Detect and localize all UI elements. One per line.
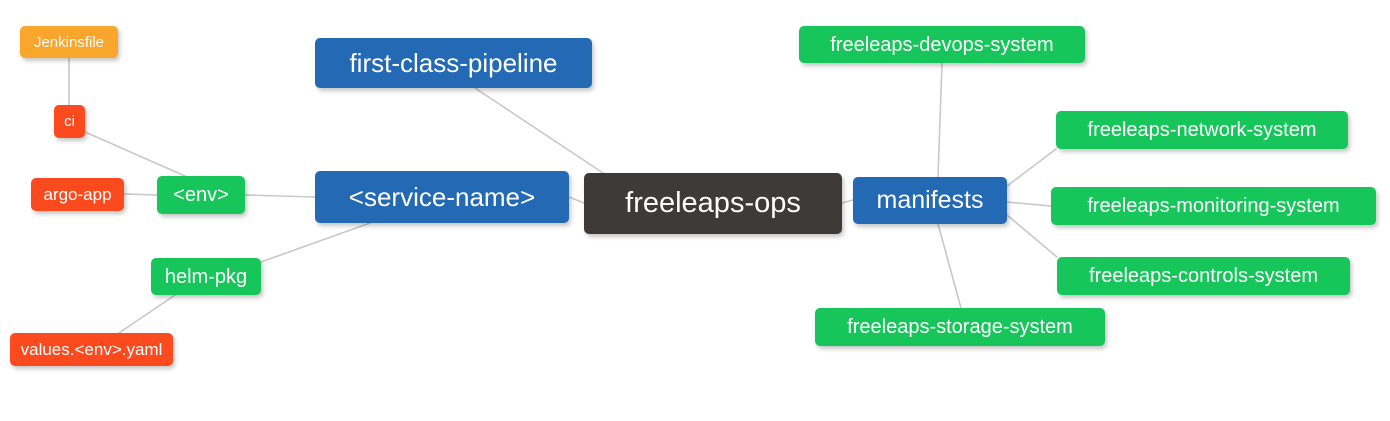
node-label: freeleaps-monitoring-system: [1087, 195, 1340, 217]
edge-env-to-ci: [84, 131, 186, 177]
mindmap-node-helm-pkg[interactable]: helm-pkg: [151, 258, 261, 295]
node-label: helm-pkg: [164, 265, 248, 288]
mindmap-node-argo-app[interactable]: argo-app: [31, 178, 124, 211]
edge-freeleaps-ops-to-manifests: [841, 199, 854, 204]
mindmap-node-freeleaps-storage-system[interactable]: freeleaps-storage-system: [815, 308, 1105, 346]
mindmap-node-freeleaps-devops-system[interactable]: freeleaps-devops-system: [799, 26, 1085, 63]
mindmap-node-env[interactable]: <env>: [157, 176, 245, 214]
mindmap-node-freeleaps-network-system[interactable]: freeleaps-network-system: [1056, 111, 1348, 149]
node-label: ci: [64, 113, 75, 130]
edge-manifests-to-freeleaps-devops-system: [937, 62, 943, 178]
node-label: Jenkinsfile: [33, 33, 105, 51]
edge-manifests-to-freeleaps-monitoring-system: [1006, 201, 1052, 207]
mindmap-node-service-name[interactable]: <service-name>: [315, 171, 569, 223]
node-label: manifests: [876, 186, 984, 214]
node-label: freeleaps-ops: [625, 187, 801, 219]
mindmap-node-freeleaps-controls-system[interactable]: freeleaps-controls-system: [1057, 257, 1350, 295]
mindmap-node-freeleaps-ops[interactable]: freeleaps-ops: [584, 173, 842, 234]
node-label: freeleaps-storage-system: [847, 316, 1073, 338]
edge-env-to-argo-app: [123, 193, 158, 196]
node-label: <env>: [173, 184, 229, 206]
edge-service-name-to-helm-pkg: [260, 222, 371, 263]
edge-freeleaps-ops-to-first-class-pipeline: [474, 87, 607, 176]
node-label: freeleaps-network-system: [1087, 119, 1317, 141]
edge-freeleaps-ops-to-service-name: [568, 196, 585, 204]
edge-manifests-to-freeleaps-storage-system: [937, 223, 962, 309]
mindmap-node-ci[interactable]: ci: [54, 105, 85, 138]
node-label: freeleaps-controls-system: [1089, 265, 1318, 287]
node-label: argo-app: [43, 185, 112, 204]
node-label: values.<env>.yaml: [20, 340, 163, 359]
mindmap-node-manifests[interactable]: manifests: [853, 177, 1007, 224]
node-label: <service-name>: [348, 182, 536, 212]
edge-helm-pkg-to-values-env-yaml: [118, 294, 176, 334]
edge-manifests-to-freeleaps-controls-system: [1006, 214, 1058, 258]
edge-service-name-to-env: [244, 194, 316, 198]
mindmap-node-values-env-yaml[interactable]: values.<env>.yaml: [10, 333, 173, 366]
node-label: first-class-pipeline: [349, 48, 558, 78]
node-label: freeleaps-devops-system: [830, 33, 1054, 56]
mindmap-node-jenkinsfile[interactable]: Jenkinsfile: [20, 26, 118, 58]
mindmap-node-first-class-pipeline[interactable]: first-class-pipeline: [315, 38, 592, 88]
edge-manifests-to-freeleaps-network-system: [1006, 148, 1057, 187]
mindmap-node-freeleaps-monitoring-system[interactable]: freeleaps-monitoring-system: [1051, 187, 1376, 225]
